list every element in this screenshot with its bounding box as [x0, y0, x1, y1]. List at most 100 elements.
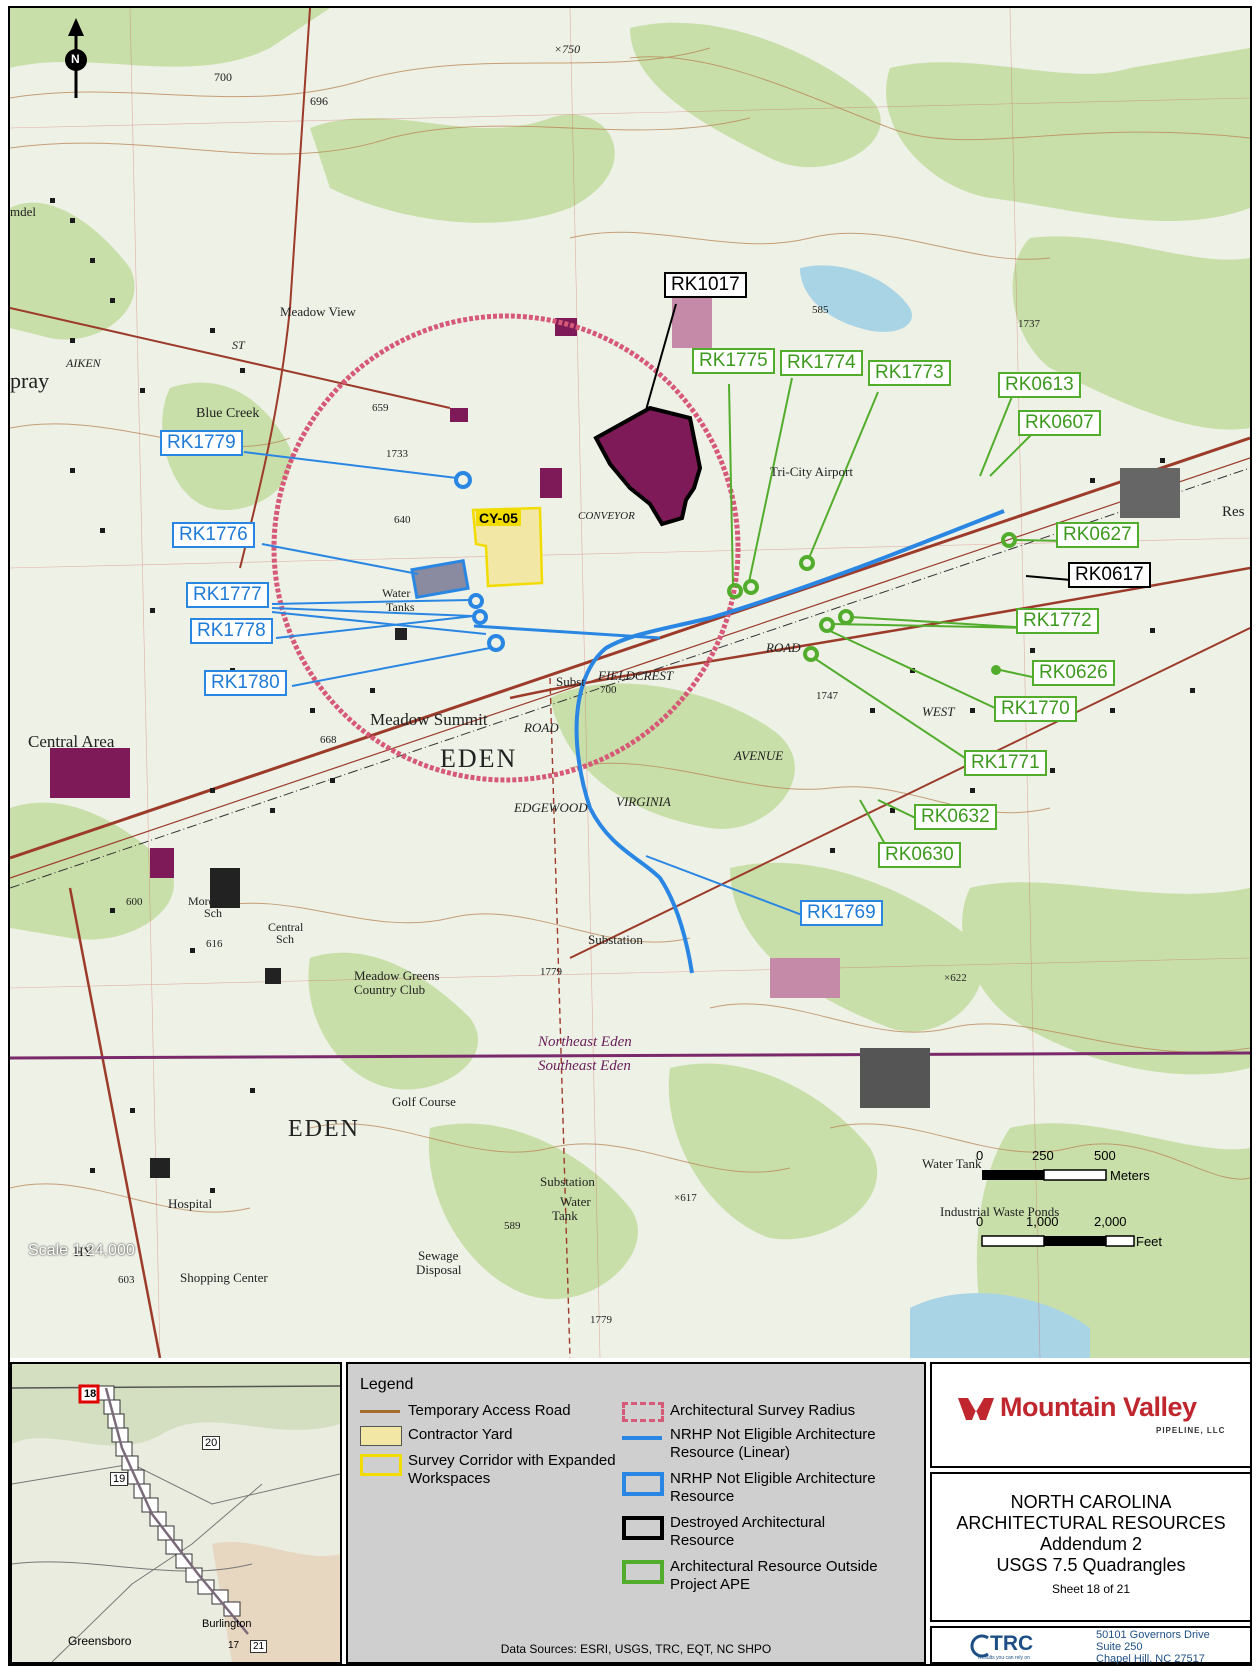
inset-sheet-17: 17	[228, 1640, 240, 1651]
label-rk0613[interactable]: RK0613	[998, 372, 1081, 398]
temp-road-symbol	[360, 1410, 400, 1413]
label-rk1780[interactable]: RK1780	[204, 670, 287, 696]
inset-sheet-19: 19	[110, 1472, 129, 1486]
title-line-4: USGS 7.5 Quadrangles	[996, 1555, 1186, 1575]
place-industrial-waste: Industrial Waste Ponds	[940, 1204, 1060, 1219]
place-res: Res	[1222, 504, 1245, 520]
legend-destroyed: Destroyed Architectural Resource	[670, 1514, 826, 1549]
label-rk1776[interactable]: RK1776	[172, 522, 255, 548]
legend-not-eligible-linear: NRHP Not Eligible Architecture Resource …	[670, 1426, 876, 1461]
scale-m-unit: Meters	[1110, 1168, 1150, 1183]
trc-box: TRC Results you can rely on 50101 Govern…	[930, 1626, 1252, 1665]
label-rk1769[interactable]: RK1769	[800, 900, 883, 926]
trc-address-2: Suite 250	[1096, 1641, 1143, 1653]
buildings-large	[50, 288, 1180, 1178]
place-mdel: mdel	[10, 204, 36, 219]
trc-logo-icon	[970, 1634, 989, 1658]
elev-668: 668	[320, 734, 337, 746]
inset-sheet-current: 18	[84, 1388, 97, 1400]
place-substation-2: Substation	[540, 1174, 595, 1189]
contractor-yard-symbol	[360, 1426, 402, 1446]
legend-survey-radius: Architectural Survey Radius	[670, 1402, 856, 1419]
legend-temp-road: Temporary Access Road	[408, 1402, 571, 1419]
rk1769-linear[interactable]	[574, 509, 1005, 974]
label-rk0626[interactable]: RK0626	[1032, 660, 1115, 686]
cy-05-label: CY-05	[476, 510, 521, 526]
place-blue-creek: Blue Creek	[196, 406, 260, 421]
inset-map[interactable]: 18 19 20 17 21 Greensboro Burlington	[10, 1362, 342, 1664]
legend-contractor-yard: Contractor Yard	[408, 1426, 513, 1443]
place-meadow-greens: Meadow Greens	[354, 968, 440, 983]
rk1777-linear[interactable]	[473, 624, 661, 640]
reservoir	[800, 265, 912, 332]
elev-617: ×617	[674, 1192, 697, 1204]
title-text-box: NORTH CAROLINA ARCHITECTURAL RESOURCES A…	[930, 1472, 1252, 1622]
elev-700: 700	[214, 70, 232, 84]
label-rk1770[interactable]: RK1770	[994, 696, 1077, 722]
title-line-2: ARCHITECTURAL RESOURCES	[956, 1513, 1226, 1533]
label-rk1771[interactable]: RK1771	[964, 750, 1047, 776]
main-map[interactable]: EDEN EDEN Meadow Summit Central Area Blu…	[10, 8, 1250, 1358]
scale-f-unit: Feet	[1136, 1234, 1163, 1249]
place-meadow-view: Meadow View	[280, 304, 356, 319]
title-line-3: Addendum 2	[1039, 1534, 1143, 1554]
place-meadow-summit: Meadow Summit	[370, 710, 488, 729]
elev-1737: 1737	[1018, 318, 1040, 330]
label-rk0630[interactable]: RK0630	[878, 842, 961, 868]
cy-05-yard[interactable]	[471, 506, 544, 588]
road-st: ST	[232, 338, 245, 352]
place-hospital: Hospital	[168, 1196, 213, 1211]
label-rk0617[interactable]: RK0617	[1068, 562, 1151, 588]
legend-panel: Legend Temporary Access Road Contractor …	[346, 1362, 926, 1664]
label-rk1779[interactable]: RK1779	[160, 430, 243, 456]
elev-659: 659	[372, 402, 389, 414]
label-rk1017[interactable]: RK1017	[664, 272, 747, 298]
place-tank: Tank	[552, 1208, 578, 1223]
outside-ape-symbol	[622, 1560, 664, 1584]
elev-640: 640	[394, 514, 411, 526]
trc-name: TRC	[990, 1632, 1034, 1655]
rk1017-footprint[interactable]	[593, 405, 703, 527]
place-tri-city: Tri-City Airport	[770, 464, 853, 479]
inset-graphics	[12, 1364, 340, 1662]
place-shopping-center: Shopping Center	[180, 1270, 268, 1285]
legend-title: Legend	[360, 1376, 414, 1393]
label-rk0627[interactable]: RK0627	[1056, 522, 1139, 548]
scale-bars	[981, 1169, 1135, 1247]
survey-radius-symbol	[622, 1402, 664, 1422]
place-eden-south: EDEN	[288, 1116, 360, 1142]
place-pray: pray	[10, 368, 50, 393]
scale-f-0: 0	[976, 1214, 984, 1229]
rk1776-footprint[interactable]	[410, 558, 470, 600]
inset-greensboro: Greensboro	[68, 1634, 132, 1648]
mvp-logo-icon	[958, 1398, 994, 1420]
label-rk0607[interactable]: RK0607	[1018, 410, 1101, 436]
elev-585: 585	[812, 304, 829, 316]
legend-outside-ape: Architectural Resource Outside Project A…	[670, 1558, 878, 1593]
road-virginia: VIRGINIA	[616, 794, 671, 809]
label-rk1775[interactable]: RK1775	[692, 348, 775, 374]
label-rk1778[interactable]: RK1778	[190, 618, 273, 644]
label-rk0632[interactable]: RK0632	[914, 804, 997, 830]
label-rk1774[interactable]: RK1774	[780, 350, 863, 376]
elev-622: ×622	[944, 972, 967, 984]
place-morehead: Morehead	[188, 894, 237, 908]
label-rk1772[interactable]: RK1772	[1016, 608, 1099, 634]
leaders-green	[728, 377, 1071, 861]
label-rk1777[interactable]: RK1777	[186, 582, 269, 608]
label-rk1773[interactable]: RK1773	[868, 360, 951, 386]
place-water: Water	[560, 1194, 591, 1209]
railroad	[10, 467, 1250, 889]
road-hy: HY	[74, 1244, 93, 1259]
elev-1779b: 1779	[590, 1314, 612, 1326]
title-line-1: NORTH CAROLINA	[1010, 1492, 1172, 1512]
roads	[10, 8, 1250, 1358]
mvp-sub: PIPELINE, LLC	[1156, 1426, 1226, 1435]
title-block: Mountain Valley PIPELINE, LLC NORTH CARO…	[930, 1362, 1252, 1665]
vegetation	[10, 8, 1250, 1358]
mvp-name: Mountain Valley	[1000, 1392, 1197, 1422]
trc-address-3: Chapel Hill, NC 27517	[1096, 1653, 1205, 1665]
place-water-tanks-2: Tanks	[386, 600, 415, 614]
place-central-sch: Central	[268, 920, 304, 934]
place-ne-eden: Northeast Eden	[538, 1034, 632, 1050]
